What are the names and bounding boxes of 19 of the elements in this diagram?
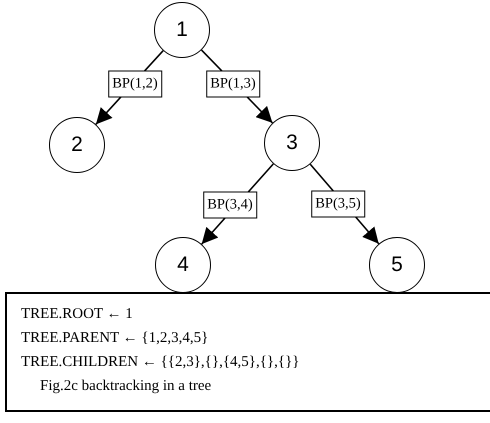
node-number: 3 — [286, 131, 298, 155]
text-panel — [5, 292, 490, 412]
tree-node-circle — [369, 237, 425, 293]
tree-node-circle — [264, 115, 320, 171]
assignment-text: TREE.CHILDREN ← {{2,3},{},{4,5},{},{}} — [21, 353, 300, 372]
node-number: 5 — [391, 253, 403, 277]
node-number: 4 — [177, 253, 189, 277]
tree-node-circle — [154, 2, 210, 58]
node-number: 2 — [71, 133, 83, 157]
tree-node-circle — [155, 237, 211, 293]
edge-label: BP(1,3) — [206, 70, 260, 98]
node-number: 1 — [176, 18, 188, 42]
edge-label: BP(3,5) — [311, 190, 365, 218]
tree-node-circle — [49, 117, 105, 173]
assignment-text: TREE.PARENT ← {1,2,3,4,5} — [21, 329, 210, 348]
figure-caption: Fig.2c backtracking in a tree — [39, 377, 212, 396]
assignment-text: TREE.ROOT ← 1 — [21, 305, 134, 324]
edge-label: BP(1,2) — [108, 70, 162, 98]
edge-label: BP(3,4) — [203, 192, 257, 218]
